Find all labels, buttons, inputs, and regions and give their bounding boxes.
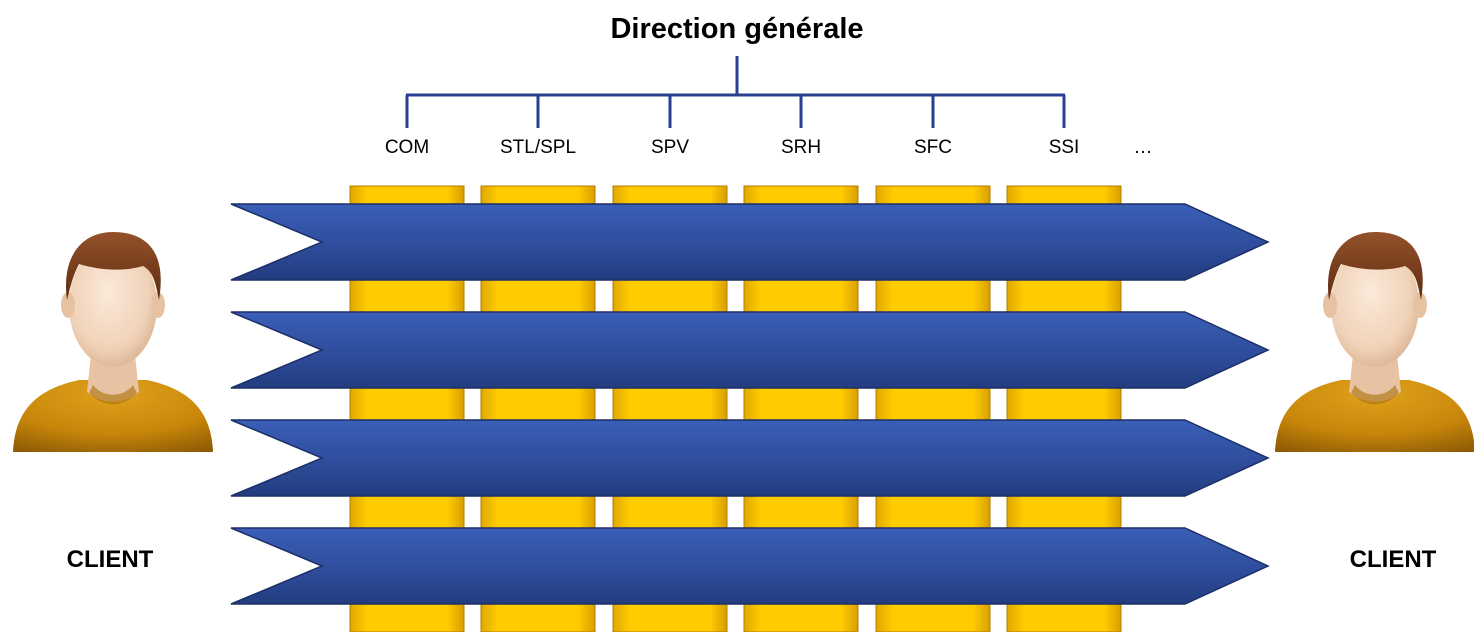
org-chart-connectors — [405, 56, 1066, 128]
process-arrow-2 — [230, 311, 1270, 389]
client-left-person-icon — [13, 232, 213, 452]
client-right-label: CLIENT — [1350, 546, 1437, 573]
dept-label-sfc: SFC — [914, 137, 952, 158]
client-left-label: CLIENT — [67, 546, 154, 573]
dept-label-spv: SPV — [651, 137, 689, 158]
process-arrow-3 — [230, 419, 1270, 497]
client-right-person-icon — [1275, 232, 1474, 452]
dept-label-srh: SRH — [781, 137, 821, 158]
process-arrow-1 — [230, 203, 1270, 281]
process-arrow-4 — [230, 527, 1270, 605]
process-arrows — [230, 203, 1270, 605]
department-labels: COM STL/SPL SPV SRH SFC SSI … — [385, 137, 1153, 158]
org-title: Direction générale — [610, 13, 863, 45]
dept-label-ssi: SSI — [1049, 137, 1080, 158]
dept-label-stl-spl: STL/SPL — [500, 137, 576, 158]
dept-label-com: COM — [385, 137, 429, 158]
dept-label-ellipsis: … — [1134, 137, 1153, 158]
